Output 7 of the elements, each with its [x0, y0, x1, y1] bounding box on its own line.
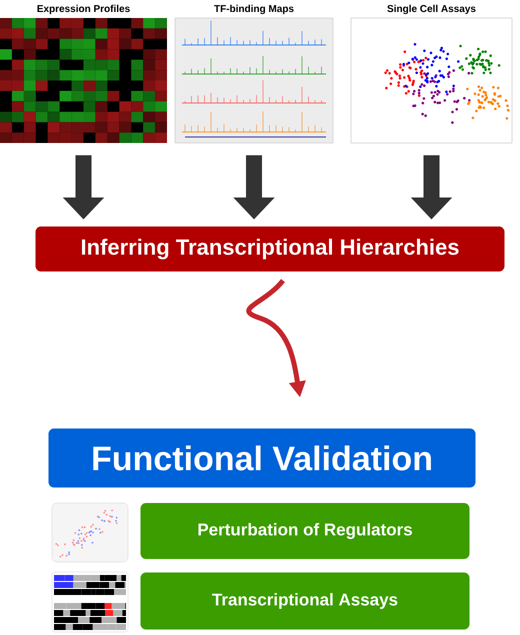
process-box: Transcriptional Assays	[140, 572, 470, 630]
panel-title: TF-binding Maps	[214, 4, 294, 14]
title-box: Functional Validation	[48, 428, 476, 488]
panel-title: Expression Profiles	[38, 4, 130, 14]
banner-box: Inferring Transcriptional Hierarchies	[34, 226, 506, 272]
panel-title: Single Cell Assays	[387, 4, 476, 14]
process-box: Perturbation of Regulators	[140, 502, 470, 560]
